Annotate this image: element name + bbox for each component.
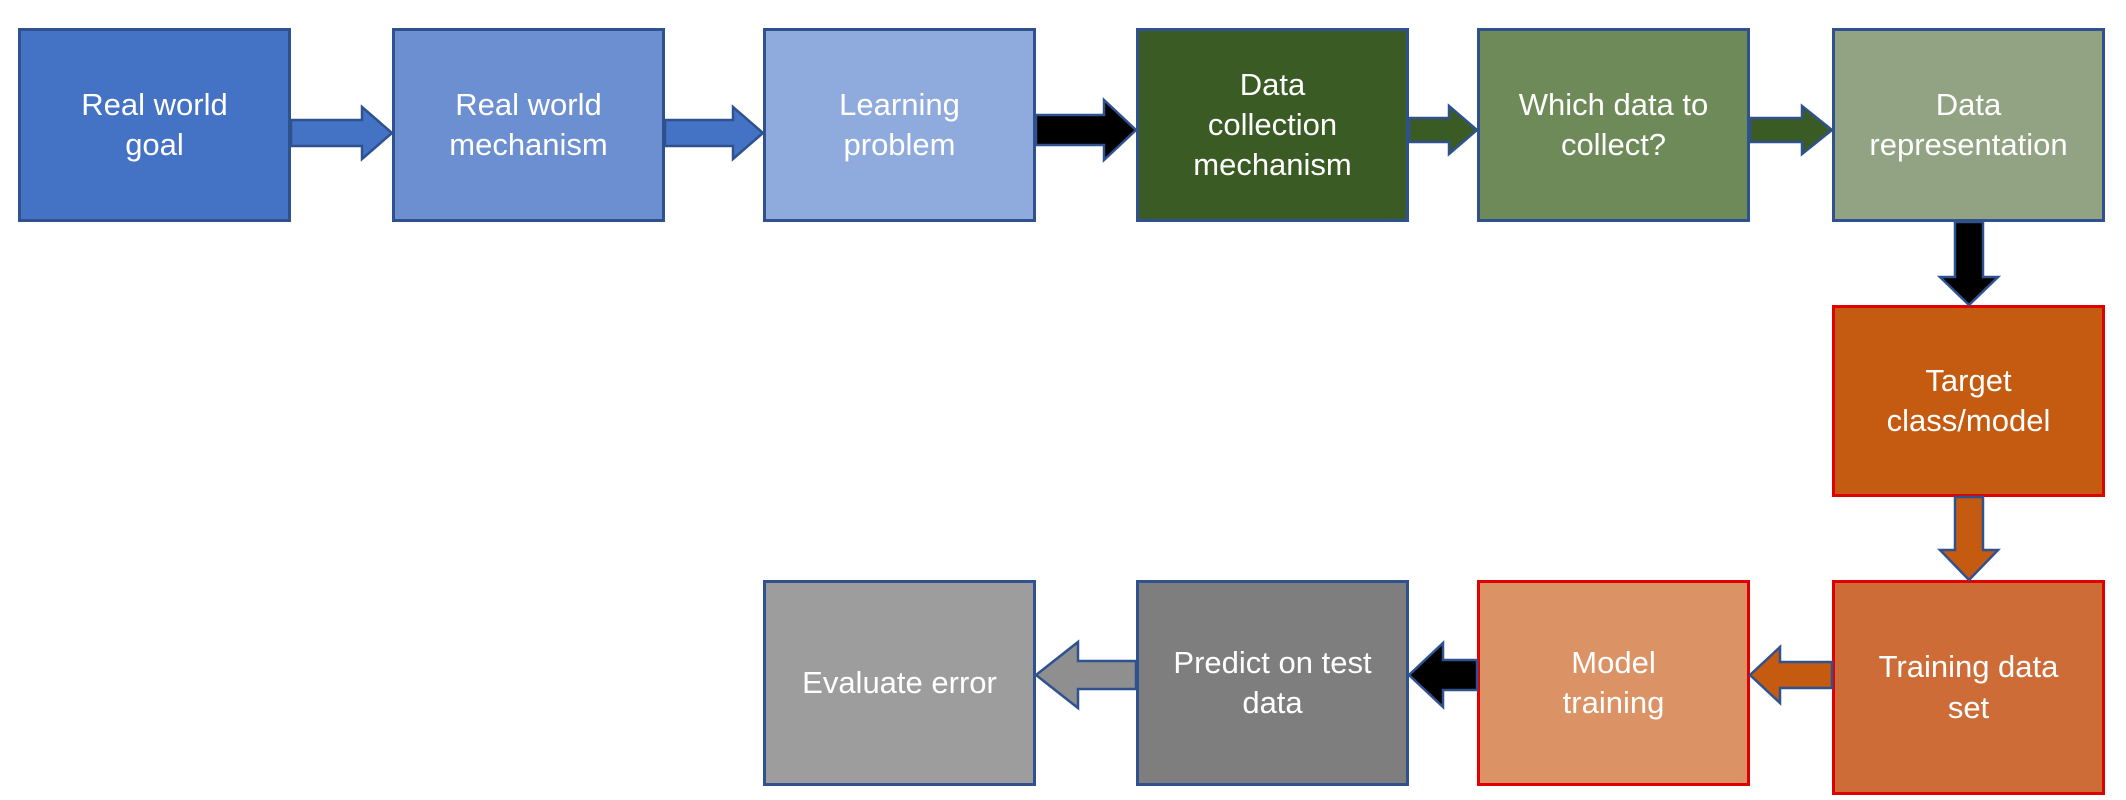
real-world-mechanism-node: Real world mechanism <box>392 28 665 222</box>
target-class-model-node: Target class/model <box>1832 305 2105 497</box>
data-collection-mechanism-label: Data collection mechanism <box>1193 66 1352 183</box>
arrow-goal-to-mechanism-shape <box>289 104 394 162</box>
arrow-model-to-predict-shape <box>1407 640 1479 710</box>
real-world-mechanism-label: Real world mechanism <box>449 86 608 162</box>
arrow-collection-to-which-shape <box>1407 103 1479 157</box>
training-data-set-node: Training data set <box>1832 580 2105 795</box>
arrow-problem-to-collection-shape <box>1034 97 1138 163</box>
target-class-model-label: Target class/model <box>1886 362 2051 438</box>
arrow-model-to-predict <box>1407 640 1479 710</box>
arrow-predict-to-evaluate <box>1033 639 1138 711</box>
arrow-collection-to-which <box>1407 103 1479 157</box>
learning-problem-label: Learning problem <box>839 86 960 162</box>
predict-on-test-data-node: Predict on test data <box>1136 580 1409 786</box>
evaluate-error-node: Evaluate error <box>763 580 1036 786</box>
data-representation-label: Data representation <box>1869 86 2068 162</box>
evaluate-error-label: Evaluate error <box>802 664 997 700</box>
data-collection-mechanism-node: Data collection mechanism <box>1136 28 1409 222</box>
real-world-goal-node: Real world goal <box>18 28 291 222</box>
arrow-mechanism-to-problem <box>663 104 765 162</box>
arrow-target-to-training-shape <box>1937 495 2001 582</box>
arrow-goal-to-mechanism <box>289 104 394 162</box>
arrow-representation-to-target <box>1936 220 2002 307</box>
arrow-which-to-representation <box>1748 103 1835 157</box>
data-representation-node: Data representation <box>1832 28 2105 222</box>
model-training-label: Model training <box>1562 644 1665 720</box>
arrow-training-to-model <box>1748 644 1834 706</box>
which-data-to-collect-node: Which data to collect? <box>1477 28 1750 222</box>
arrow-representation-to-target-shape <box>1936 220 2002 307</box>
arrow-training-to-model-shape <box>1748 644 1834 706</box>
arrow-predict-to-evaluate-shape <box>1033 639 1138 711</box>
arrow-which-to-representation-shape <box>1748 103 1835 157</box>
learning-problem-node: Learning problem <box>763 28 1036 222</box>
arrow-problem-to-collection <box>1034 97 1138 163</box>
training-data-set-label: Training data set <box>1878 649 2059 725</box>
real-world-goal-label: Real world goal <box>81 86 228 162</box>
predict-on-test-data-label: Predict on test data <box>1173 644 1372 720</box>
arrow-mechanism-to-problem-shape <box>663 104 765 162</box>
model-training-node: Model training <box>1477 580 1750 786</box>
arrow-target-to-training <box>1937 495 2001 582</box>
which-data-to-collect-label: Which data to collect? <box>1518 86 1709 162</box>
